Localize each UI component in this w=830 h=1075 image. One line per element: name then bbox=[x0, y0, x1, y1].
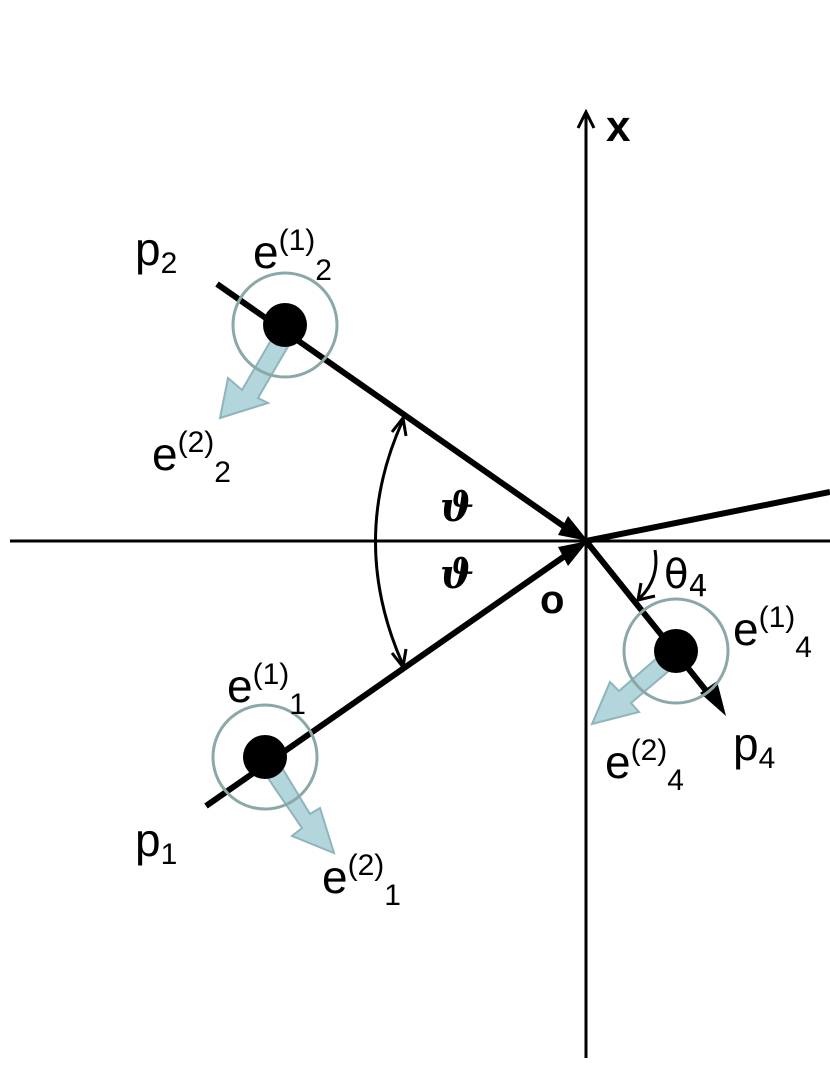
particle-dot-1 bbox=[243, 735, 287, 779]
polarization-circle-1 bbox=[211, 703, 319, 811]
polarization-circle-2 bbox=[231, 271, 339, 379]
angle-upper-label: ϑ bbox=[440, 484, 474, 531]
angle-arc bbox=[374, 419, 405, 666]
p2-label: p2 bbox=[135, 223, 177, 280]
particle-dot-4 bbox=[654, 629, 698, 673]
angle-arc-arrow-top bbox=[390, 414, 408, 437]
x-axis-label: x bbox=[606, 102, 631, 151]
polarization-circle-4 bbox=[622, 597, 730, 705]
e2-1-label: e(2)1 bbox=[322, 849, 401, 912]
polarization-arrow-e2-2 bbox=[218, 328, 295, 420]
particle-dot-2 bbox=[263, 303, 307, 347]
p4-label: p4 bbox=[733, 718, 775, 775]
e1-4-label: e(1)4 bbox=[733, 601, 812, 664]
beam-p1-arrowhead bbox=[558, 541, 588, 566]
beam-p4 bbox=[583, 539, 715, 700]
e1-2-label: e(1)2 bbox=[253, 224, 332, 287]
theta4-arc bbox=[638, 549, 658, 600]
p1-label: p1 bbox=[135, 814, 177, 871]
x-axis-arrowhead bbox=[576, 108, 596, 129]
beam-outgoing-right bbox=[585, 489, 830, 544]
angle-lower-label: ϑ bbox=[440, 551, 474, 598]
theta4-arc-arrow bbox=[636, 582, 656, 602]
origin-label: o bbox=[540, 578, 564, 622]
e1-1-label: e(1)1 bbox=[227, 658, 306, 721]
beam-p2-arrowhead bbox=[558, 516, 588, 541]
angle-arc-arrow-bottom bbox=[390, 648, 408, 671]
e2-2-label: e(2)2 bbox=[152, 426, 231, 489]
e2-4-label: e(2)4 bbox=[605, 734, 684, 797]
beam-p4-arrowhead bbox=[700, 681, 726, 716]
theta4-label: θ4 bbox=[664, 552, 708, 604]
